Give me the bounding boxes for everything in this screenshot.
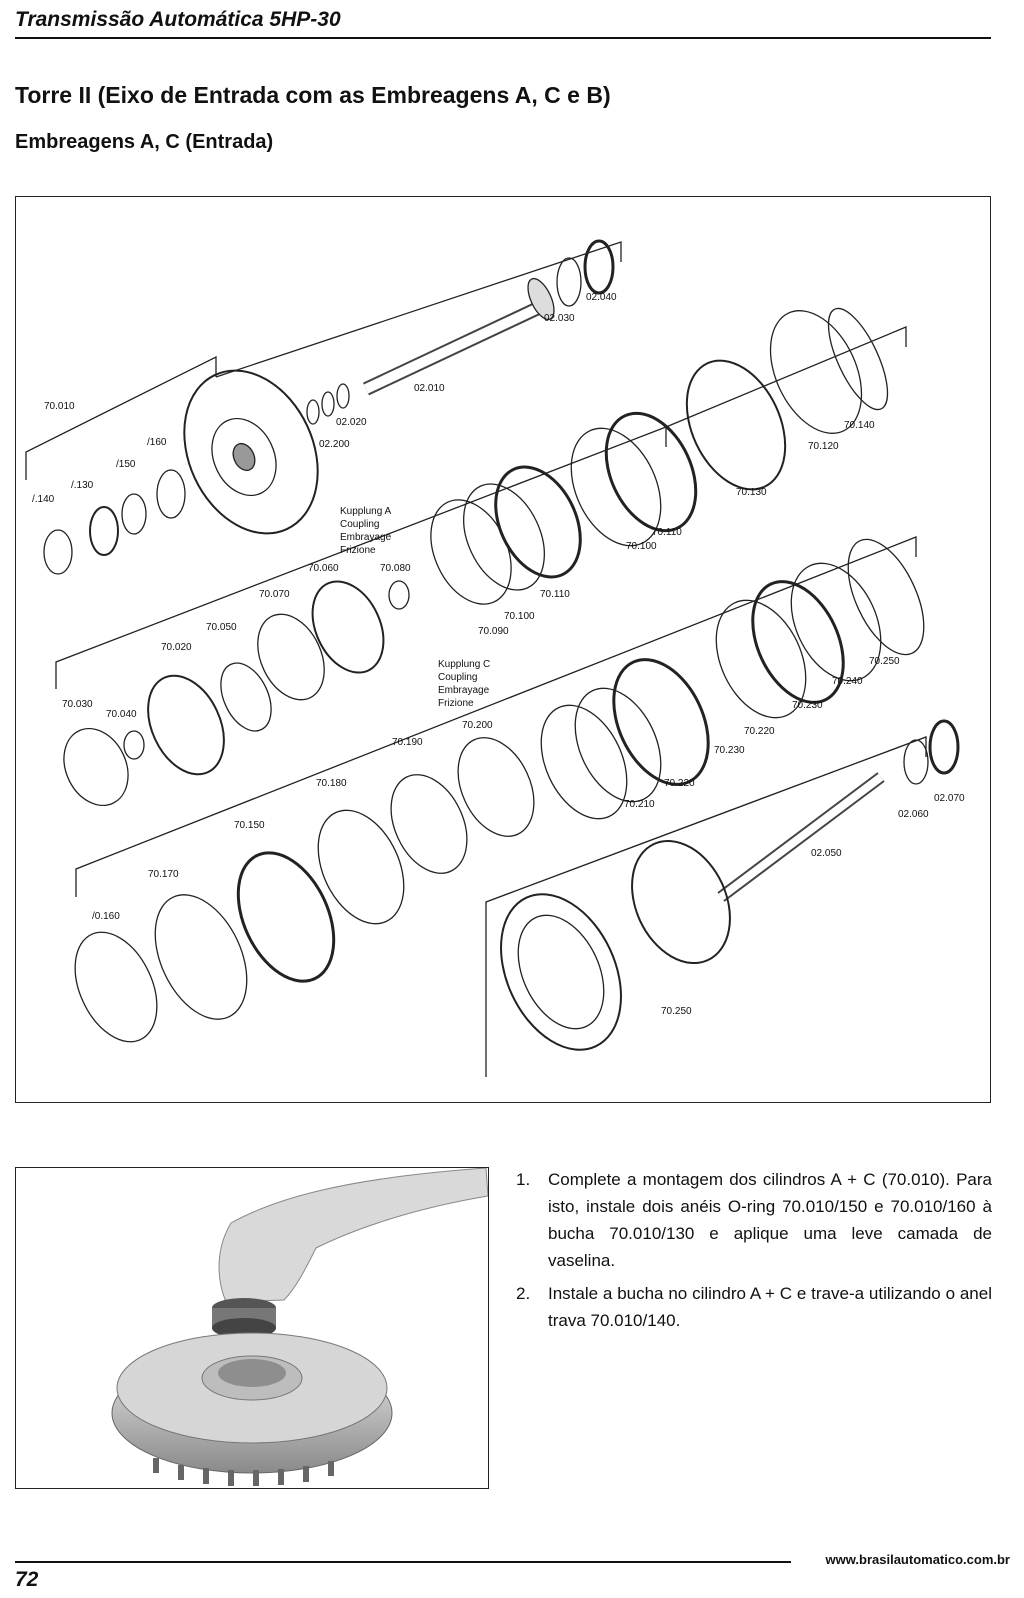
label-70-140: 70.140 (844, 420, 875, 431)
label-130: /.130 (71, 480, 94, 491)
label-70-190: 70.190 (392, 737, 423, 748)
label-02-070: 02.070 (934, 793, 965, 804)
photo-drawing (111, 1168, 488, 1486)
label-70-100-a: 70.100 (504, 611, 535, 622)
instruction-number: 2. (516, 1284, 531, 1303)
label-02-010: 02.010 (414, 383, 445, 394)
label-150: /150 (116, 459, 136, 470)
coupling-c-line-3: Embrayage (438, 685, 490, 696)
label-02-200: 02.200 (319, 439, 350, 450)
label-70-130: 70.130 (736, 487, 767, 498)
label-70-170: 70.170 (148, 869, 179, 880)
label-70-050: 70.050 (206, 622, 237, 633)
label-70-110-a: 70.110 (540, 589, 570, 600)
label-70-180: 70.180 (316, 778, 347, 789)
label-70-150: 70.150 (234, 820, 265, 831)
instruction-item: 2. Instale a bucha no cilindro A + C e t… (516, 1280, 992, 1334)
coupling-a-line-4: Frizione (340, 545, 376, 556)
label-70-060: 70.060 (308, 563, 339, 574)
label-70-210: 70.210 (624, 799, 655, 810)
label-70-220-a: 70.220 (664, 778, 695, 789)
exploded-parts-diagram: 02.040 02.030 02.010 02.020 02.200 70.01… (15, 196, 991, 1103)
label-70-250-b: 70.250 (661, 1006, 692, 1017)
label-02-030: 02.030 (544, 313, 575, 324)
label-70-090: 70.090 (478, 626, 509, 637)
upper-assembly-bracket (25, 355, 217, 480)
label-70-120: 70.120 (808, 441, 839, 452)
label-70-200: 70.200 (462, 720, 493, 731)
label-02-040: 02.040 (586, 292, 617, 303)
diagram-drawing: 02.040 02.030 02.010 02.020 02.200 70.01… (25, 239, 965, 1077)
label-70-080: 70.080 (380, 563, 411, 574)
instruction-list: 1. Complete a montagem dos cilindros A +… (516, 1166, 992, 1340)
label-70-020: 70.020 (161, 642, 192, 653)
label-70-030: 70.030 (62, 699, 93, 710)
instruction-text: Instale a bucha no cilindro A + C e trav… (548, 1284, 992, 1330)
label-70-230-b: 70.230 (792, 700, 823, 711)
footer-divider (15, 1561, 791, 1563)
label-70-010: 70.010 (44, 401, 75, 412)
header-divider (15, 37, 991, 39)
instruction-number: 1. (516, 1170, 531, 1189)
label-140: /.140 (32, 494, 55, 505)
page-number: 72 (15, 1568, 39, 1591)
label-02-060: 02.060 (898, 809, 929, 820)
coupling-c-line-4: Frizione (438, 698, 474, 709)
header-title: Transmissão Automática 5HP-30 (15, 8, 341, 31)
coupling-a-line-1: Kupplung A (340, 506, 391, 517)
label-70-250-a: 70.250 (869, 656, 900, 667)
section-title: Torre II (Eixo de Entrada com as Embreag… (15, 82, 611, 108)
label-70-230-a: 70.230 (714, 745, 745, 756)
coupling-a-line-3: Embrayage (340, 532, 392, 543)
instruction-item: 1. Complete a montagem dos cilindros A +… (516, 1166, 992, 1274)
coupling-c-line-2: Coupling (438, 672, 477, 683)
label-70-240: 70.240 (832, 676, 863, 687)
subsection-title: Embreagens A, C (Entrada) (15, 131, 274, 153)
label-70-070: 70.070 (259, 589, 290, 600)
label-70-160: /0.160 (92, 911, 120, 922)
coupling-a-line-2: Coupling (340, 519, 379, 530)
footer-url: www.brasilautomatico.com.br (825, 1552, 1010, 1567)
label-70-040: 70.040 (106, 709, 137, 720)
label-02-050: 02.050 (811, 848, 842, 859)
instruction-text: Complete a montagem dos cilindros A + C … (548, 1170, 992, 1270)
label-160-top: /160 (147, 437, 167, 448)
coupling-c-line-1: Kupplung C (438, 659, 490, 670)
middle-assembly-bracket (55, 426, 667, 689)
label-70-110-b: 70.110 (652, 527, 682, 538)
label-70-220-b: 70.220 (744, 726, 775, 737)
assembly-photo (15, 1167, 489, 1489)
lower-assembly-bracket (75, 536, 917, 897)
label-02-020: 02.020 (336, 417, 367, 428)
label-70-100-b: 70.100 (626, 541, 657, 552)
